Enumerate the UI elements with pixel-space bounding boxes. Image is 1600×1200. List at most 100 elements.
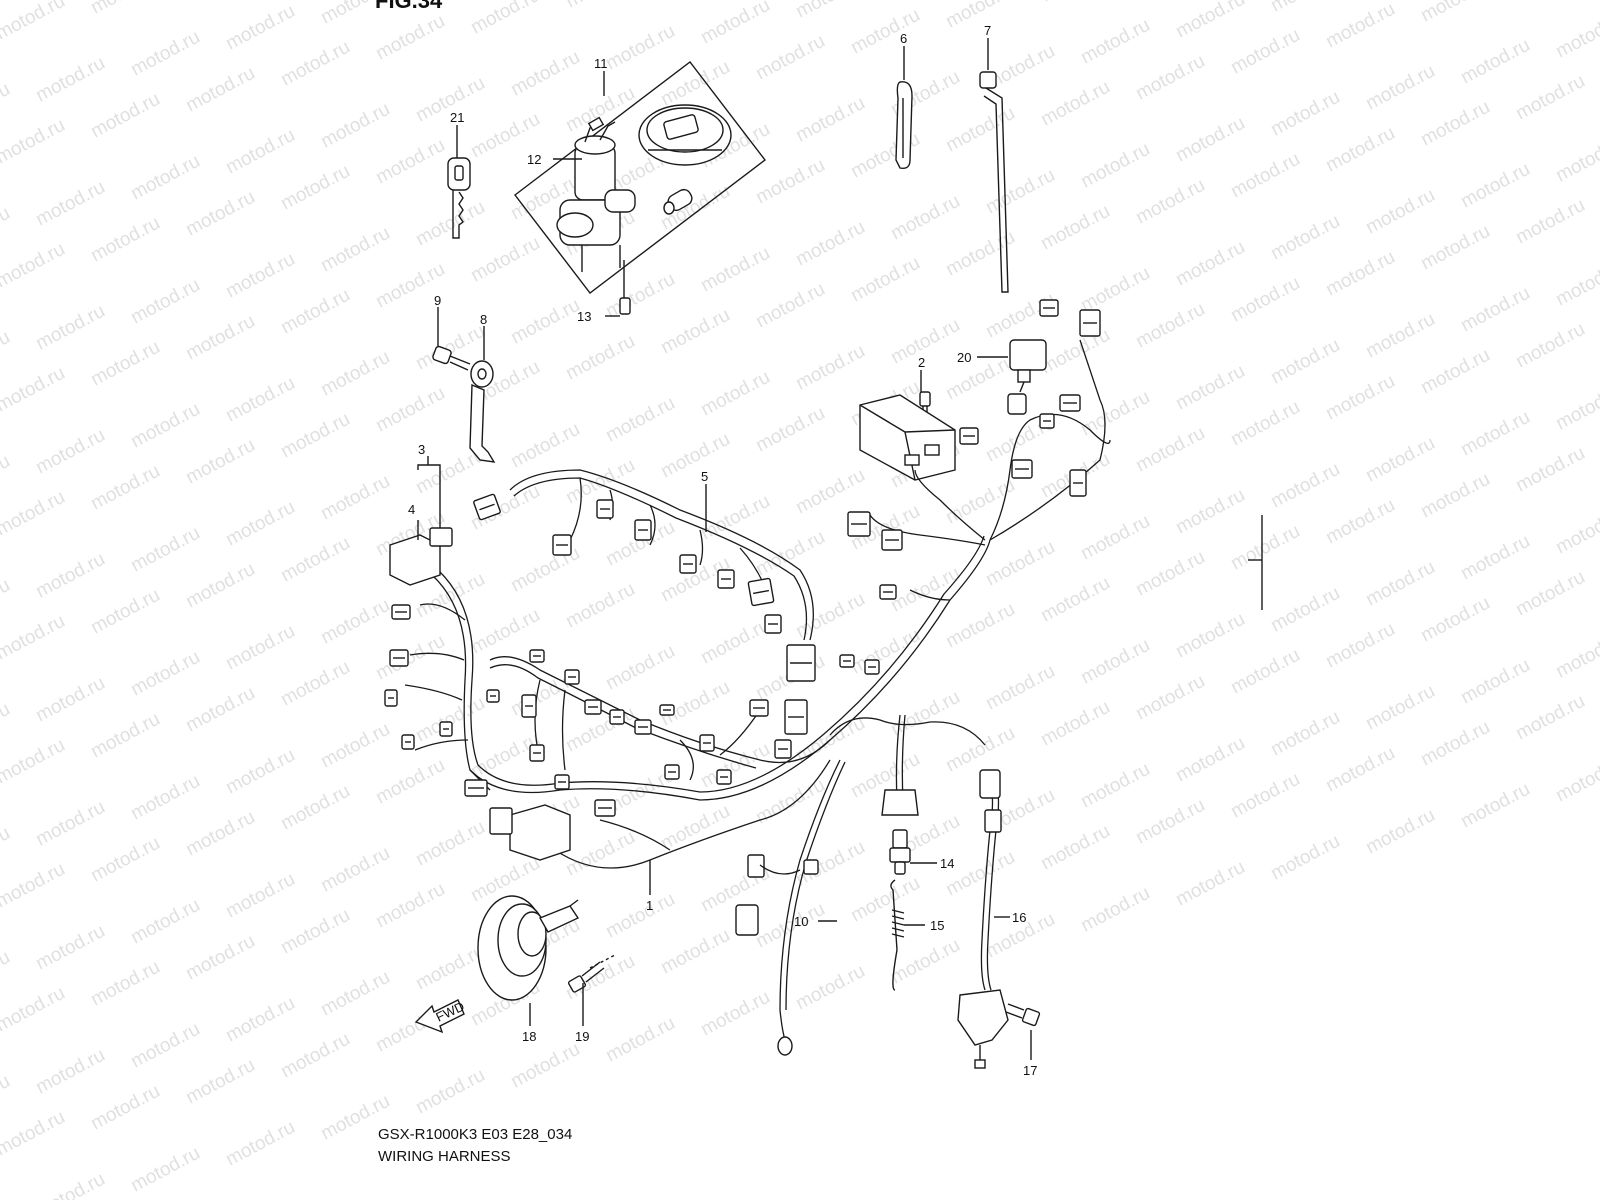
watermark-text: motod.ru [1077,263,1153,317]
callout-21: 21 [450,110,464,125]
watermark-text: motod.ru [87,833,163,887]
watermark-text: motod.ru [87,1081,163,1135]
callout-14: 14 [940,856,954,871]
watermark-text: motod.ru [507,1039,583,1093]
watermark-text: motod.ru [182,559,258,613]
watermark-text: motod.ru [887,191,963,245]
watermark-text: motod.ru [847,873,923,927]
watermark-text: motod.ru [982,165,1058,219]
watermark-text: motod.ru [1172,113,1248,167]
watermark-text: motod.ru [32,301,108,355]
watermark-text: motod.ru [562,0,638,12]
bolt-9 [432,345,471,371]
leader-lines [417,38,1032,1060]
watermark-text: motod.ru [1132,547,1208,601]
watermark-text: motod.ru [1552,133,1600,187]
watermark-text: motod.ru [412,693,488,747]
watermark-text: motod.ru [1227,273,1303,327]
watermark-text: motod.ru [32,673,108,727]
watermark-text: motod.ru [792,0,868,22]
watermark-text: motod.ru [602,889,678,943]
watermark-text: motod.ru [412,197,488,251]
callout-5: 5 [701,469,708,484]
watermark-text: motod.ru [127,895,203,949]
watermark-text: motod.ru [697,615,773,669]
watermark-text: motod.ru [847,129,923,183]
watermark-text: motod.ru [32,921,108,975]
watermark-text: motod.ru [1267,87,1343,141]
watermark-text: motod.ru [372,11,448,65]
watermark-text: motod.ru [222,1,298,55]
watermark-text: motod.ru [657,925,733,979]
watermark-text: motod.ru [1132,175,1208,229]
watermark-text: motod.ru [942,0,1018,32]
callout-2: 2 [918,355,925,370]
watermark-text: motod.ru [127,151,203,205]
watermark-text: motod.ru [372,879,448,933]
watermark-text: motod.ru [752,527,828,581]
watermark-text: motod.ru [1037,201,1113,255]
bolt-17 [1005,1003,1041,1027]
watermark-text: motod.ru [372,135,448,189]
watermark-text: motod.ru [127,647,203,701]
watermark-text: motod.ru [1132,51,1208,105]
cable-tie-7 [979,71,1009,293]
spring-15 [890,879,905,991]
watermark-text: motod.ru [1512,319,1588,373]
watermark-text: motod.ru [317,967,393,1021]
key-21 [447,157,471,239]
watermark-text: motod.ru [1417,717,1493,771]
callout-19: 19 [575,1029,589,1044]
watermark-text: motod.ru [317,223,393,277]
watermark-text: motod.ru [1267,831,1343,885]
connector-detail [752,589,770,595]
watermark-text: motod.ru [1457,531,1533,585]
watermark-text: motod.ru [1417,593,1493,647]
watermark-text: motod.ru [182,63,258,117]
watermark-text: motod.ru [0,823,14,877]
watermark-text: motod.ru [222,497,298,551]
watermark-text: motod.ru [1132,671,1208,725]
watermark-text: motod.ru [87,337,163,391]
connector-detail [479,503,495,511]
watermark-text: motod.ru [697,243,773,297]
watermark-text: motod.ru [277,781,353,835]
watermark-text: motod.ru [0,79,14,133]
relay-20 [1007,339,1047,415]
watermark-text: motod.ru [1267,335,1343,389]
watermark-text: motod.ru [222,1117,298,1171]
watermark-text: motod.ru [1362,185,1438,239]
watermark-text: motod.ru [32,1169,108,1200]
watermark-text: motod.ru [942,599,1018,653]
watermark-text: motod.ru [182,435,258,489]
watermark-text: motod.ru [792,217,868,271]
watermark-text: motod.ru [222,745,298,799]
watermark-text: motod.ru [942,475,1018,529]
coupler-4 [389,527,453,586]
watermark-text: motod.ru [0,1071,14,1125]
watermark-text: motod.ru [0,239,69,293]
watermark-text: motod.ru [412,1065,488,1119]
callout-6: 6 [900,31,907,46]
watermark-text: motod.ru [277,161,353,215]
watermark-text: motod.ru [1512,71,1588,125]
watermark-text: motod.ru [752,403,828,457]
watermark-text: motod.ru [1362,61,1438,115]
watermark-text: motod.ru [222,249,298,303]
watermark-text: motod.ru [222,869,298,923]
watermark-text: motod.ru [887,935,963,989]
watermark-text: motod.ru [697,367,773,421]
watermark-text: motod.ru [0,947,14,1001]
watermark-text: motod.ru [1172,0,1248,42]
watermark-text: motod.ru [1362,433,1438,487]
watermark-text: motod.ru [1457,283,1533,337]
seat-lock [663,188,693,215]
watermark-text: motod.ru [657,57,733,111]
watermark-text: motod.ru [752,775,828,829]
watermark-text: motod.ru [1037,325,1113,379]
watermark-text: motod.ru [1362,309,1438,363]
watermark-text: motod.ru [1037,77,1113,131]
fuse-box [859,394,956,481]
callout-3: 3 [418,442,425,457]
